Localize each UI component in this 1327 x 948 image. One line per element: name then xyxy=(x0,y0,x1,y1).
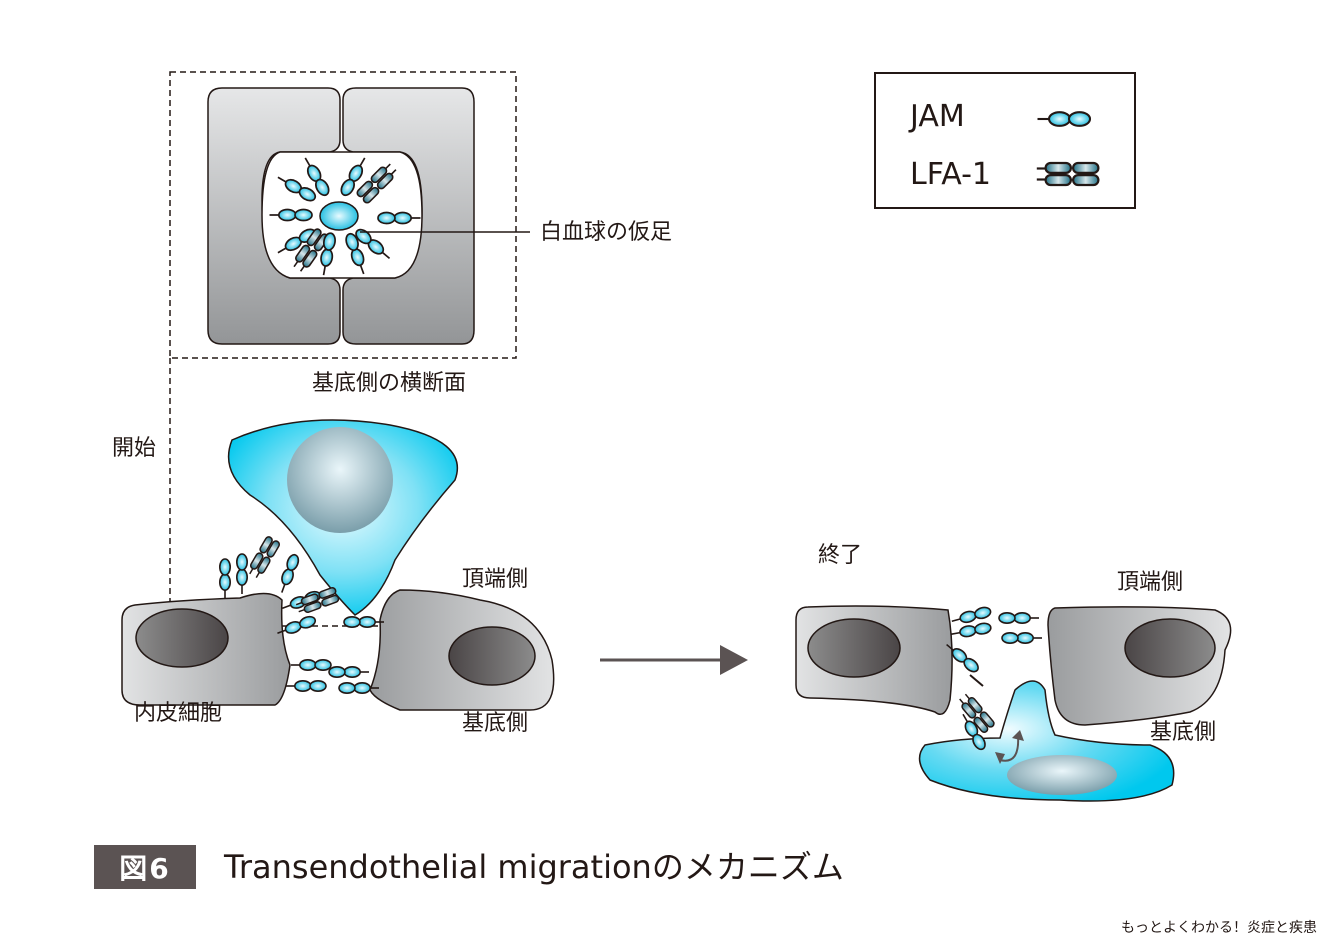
rotation-arrow xyxy=(999,734,1020,762)
end-molecules xyxy=(942,605,1043,764)
cross-section-frame xyxy=(169,71,517,359)
basal-side-label-right: 基底側 xyxy=(1150,720,1217,745)
lfa1-molecule-icon xyxy=(1035,161,1100,187)
end-endothelial-left xyxy=(795,605,953,715)
book-title-footer: もっとよくわかる！炎症と疾患 xyxy=(1121,920,1317,936)
apical-side-label-right: 頂端側 xyxy=(1117,570,1184,595)
transition-arrow xyxy=(600,645,748,675)
leukocyte-nucleus xyxy=(287,427,393,533)
end-leukocyte xyxy=(918,680,1175,802)
apical-side-label-left: 頂端側 xyxy=(462,567,529,592)
pseudopod-center xyxy=(319,201,359,231)
pseudopod-label: 白血球の仮足 xyxy=(540,220,673,245)
jam-molecule-icon xyxy=(1036,111,1092,127)
leukocyte-nucleus-end xyxy=(1007,755,1117,795)
cross-section-cells xyxy=(207,87,475,345)
figure-title: Transendothelial migrationのメカニズム xyxy=(224,848,844,886)
legend-label-jam: JAM xyxy=(910,99,965,134)
start-endothelial-left xyxy=(121,592,291,706)
figure-number-badge: 図6 xyxy=(94,845,196,889)
start-leukocyte xyxy=(227,419,459,616)
cross-section-caption: 基底側の横断面 xyxy=(312,371,467,396)
basal-side-label-left: 基底側 xyxy=(462,711,529,736)
endothelial-cell-label: 内皮細胞 xyxy=(134,701,223,726)
legend-label-lfa1: LFA-1 xyxy=(910,157,991,192)
start-endothelial-right xyxy=(369,589,555,711)
start-label: 開始 xyxy=(112,436,157,461)
end-label: 終了 xyxy=(818,543,863,568)
legend: JAM LFA-1 xyxy=(874,72,1136,209)
end-endothelial-right xyxy=(1047,606,1232,726)
